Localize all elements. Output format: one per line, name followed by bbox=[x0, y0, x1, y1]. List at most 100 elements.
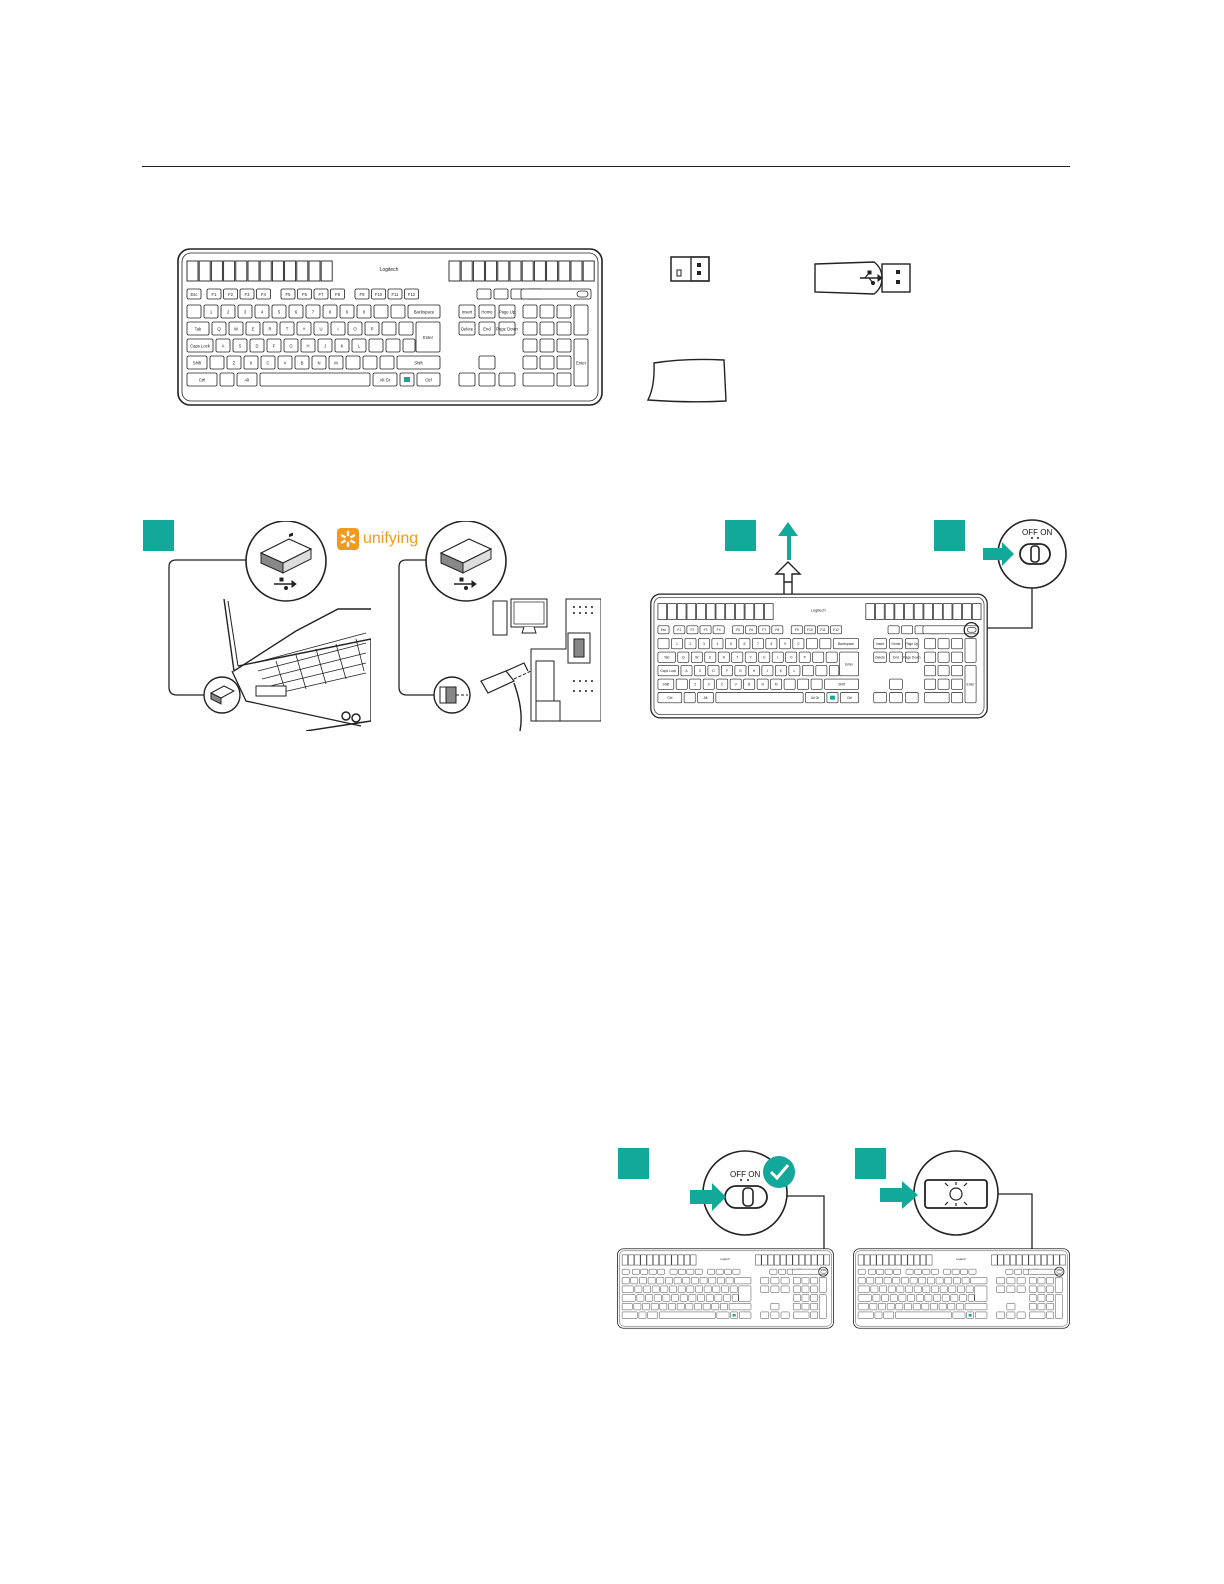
svg-text:Q: Q bbox=[217, 326, 221, 331]
svg-text:F12: F12 bbox=[833, 628, 839, 632]
key-function: F6 bbox=[745, 625, 758, 635]
key-numpad bbox=[937, 665, 950, 677]
svg-text:T: T bbox=[286, 326, 289, 331]
pull-tab-arrow-icon bbox=[770, 520, 810, 600]
key bbox=[711, 1303, 720, 1311]
key-number bbox=[630, 1277, 639, 1285]
svg-text:F4: F4 bbox=[261, 292, 267, 297]
light-check-button bbox=[967, 627, 977, 633]
svg-text:4: 4 bbox=[717, 642, 719, 646]
key-letter: E bbox=[704, 651, 717, 663]
desktop-connection-illustration bbox=[396, 521, 601, 731]
key-function: F2 bbox=[686, 625, 699, 635]
svg-text:Tab: Tab bbox=[195, 326, 202, 331]
key-pageup: Page Up bbox=[905, 638, 919, 650]
svg-text:V: V bbox=[284, 360, 287, 365]
svg-text:G: G bbox=[739, 669, 742, 673]
key bbox=[819, 638, 832, 650]
key-arrow-down bbox=[1006, 1311, 1016, 1319]
svg-text:F4: F4 bbox=[717, 628, 721, 632]
key-function: F5 bbox=[732, 625, 744, 635]
key bbox=[731, 1294, 739, 1302]
key-shift: Shift bbox=[657, 678, 675, 690]
key-letter: K bbox=[775, 665, 787, 677]
key-function bbox=[884, 1268, 893, 1275]
key-letter: W bbox=[228, 321, 244, 336]
key-arrow-down bbox=[770, 1311, 780, 1319]
key-numpad bbox=[810, 1285, 818, 1293]
key-letter bbox=[636, 1294, 645, 1302]
svg-text:Backspace: Backspace bbox=[414, 309, 435, 314]
documentation-icon bbox=[645, 356, 729, 406]
key-function bbox=[905, 1268, 914, 1275]
key-numpad-enter: Enter bbox=[573, 338, 589, 387]
key-number: 0 bbox=[792, 638, 805, 650]
key-number bbox=[691, 1277, 699, 1285]
key-letter bbox=[662, 1294, 671, 1302]
svg-text:F10: F10 bbox=[375, 292, 383, 297]
key bbox=[965, 1285, 974, 1293]
key-pageup: Page Up bbox=[498, 304, 516, 319]
key bbox=[802, 665, 814, 677]
key-letter: D bbox=[249, 338, 265, 353]
key bbox=[402, 338, 416, 353]
svg-text:Q: Q bbox=[682, 656, 685, 660]
key-tab bbox=[621, 1285, 634, 1293]
key-delete bbox=[760, 1285, 770, 1293]
keyboard-brand-label: Logitech bbox=[811, 608, 826, 613]
key-ctrl-right: Ctrl bbox=[416, 372, 441, 387]
key-letter bbox=[930, 1303, 938, 1311]
key-letter: C bbox=[716, 678, 729, 690]
key bbox=[950, 1294, 959, 1302]
step-marker-1 bbox=[143, 520, 174, 551]
svg-text:L: L bbox=[358, 343, 361, 348]
svg-text:F2: F2 bbox=[691, 628, 695, 632]
step-marker-2 bbox=[725, 520, 756, 551]
key bbox=[398, 321, 414, 336]
svg-text:Y: Y bbox=[750, 656, 753, 660]
key-enter bbox=[738, 1285, 752, 1302]
key-letter: B bbox=[743, 678, 756, 690]
key bbox=[797, 678, 810, 690]
svg-text:Enter: Enter bbox=[423, 335, 434, 340]
key-letter bbox=[679, 1294, 688, 1302]
key-number bbox=[883, 1277, 892, 1285]
key-ctrl-right bbox=[739, 1311, 752, 1319]
key-function: F11 bbox=[817, 625, 829, 635]
key-letter: X bbox=[243, 355, 259, 370]
svg-text:Enter: Enter bbox=[967, 683, 976, 687]
svg-text:C: C bbox=[266, 360, 269, 365]
key-arrow-up bbox=[1006, 1303, 1016, 1311]
key-space bbox=[259, 372, 371, 387]
key-function bbox=[914, 1268, 922, 1275]
key-numpad bbox=[556, 321, 572, 336]
svg-text:F3: F3 bbox=[245, 292, 251, 297]
key-end: End bbox=[889, 651, 903, 663]
key-altgr bbox=[952, 1311, 966, 1319]
key-letter: Y bbox=[744, 651, 757, 663]
key-numpad-enter bbox=[1055, 1294, 1063, 1319]
svg-text:F12: F12 bbox=[408, 292, 416, 297]
key-number: 5 bbox=[725, 638, 737, 650]
key-numpad bbox=[522, 355, 538, 370]
svg-text:2: 2 bbox=[690, 642, 692, 646]
key bbox=[815, 665, 828, 677]
power-on-callout: OFF ON bbox=[688, 1150, 828, 1280]
key-letter bbox=[931, 1285, 939, 1293]
key-function bbox=[640, 1268, 649, 1275]
key-ctrl-right bbox=[975, 1311, 988, 1319]
key-number: 0 bbox=[356, 304, 372, 319]
key-caps: Caps Lock bbox=[657, 665, 679, 677]
svg-text:Backspace: Backspace bbox=[838, 642, 854, 646]
key-numpad bbox=[951, 678, 963, 690]
key-numpad bbox=[522, 304, 538, 319]
key-function: F3 bbox=[239, 288, 255, 300]
key bbox=[657, 638, 670, 650]
key-letter: Q bbox=[677, 651, 690, 663]
key-function bbox=[876, 1268, 885, 1275]
svg-text:J: J bbox=[324, 343, 326, 348]
key-numpad bbox=[556, 338, 572, 353]
svg-text:0: 0 bbox=[797, 642, 799, 646]
key-letter: G bbox=[283, 338, 299, 353]
